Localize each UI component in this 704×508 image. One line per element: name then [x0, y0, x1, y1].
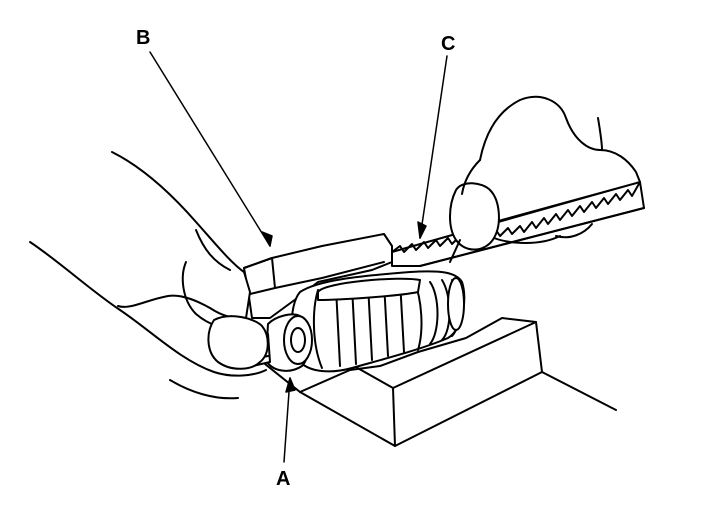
- arrowhead-a: [285, 377, 296, 393]
- growler-block: [243, 233, 393, 319]
- leader-line-b: [149, 51, 271, 247]
- right-hand: [449, 95, 641, 263]
- arrowhead-c: [417, 221, 427, 239]
- label-b: B: [136, 27, 151, 49]
- leader-lines: [149, 51, 448, 463]
- leader-line-c: [419, 55, 448, 239]
- label-a: A: [276, 468, 291, 490]
- left-hand: [29, 151, 269, 400]
- arrowhead-b: [261, 231, 273, 247]
- label-c: C: [441, 33, 456, 55]
